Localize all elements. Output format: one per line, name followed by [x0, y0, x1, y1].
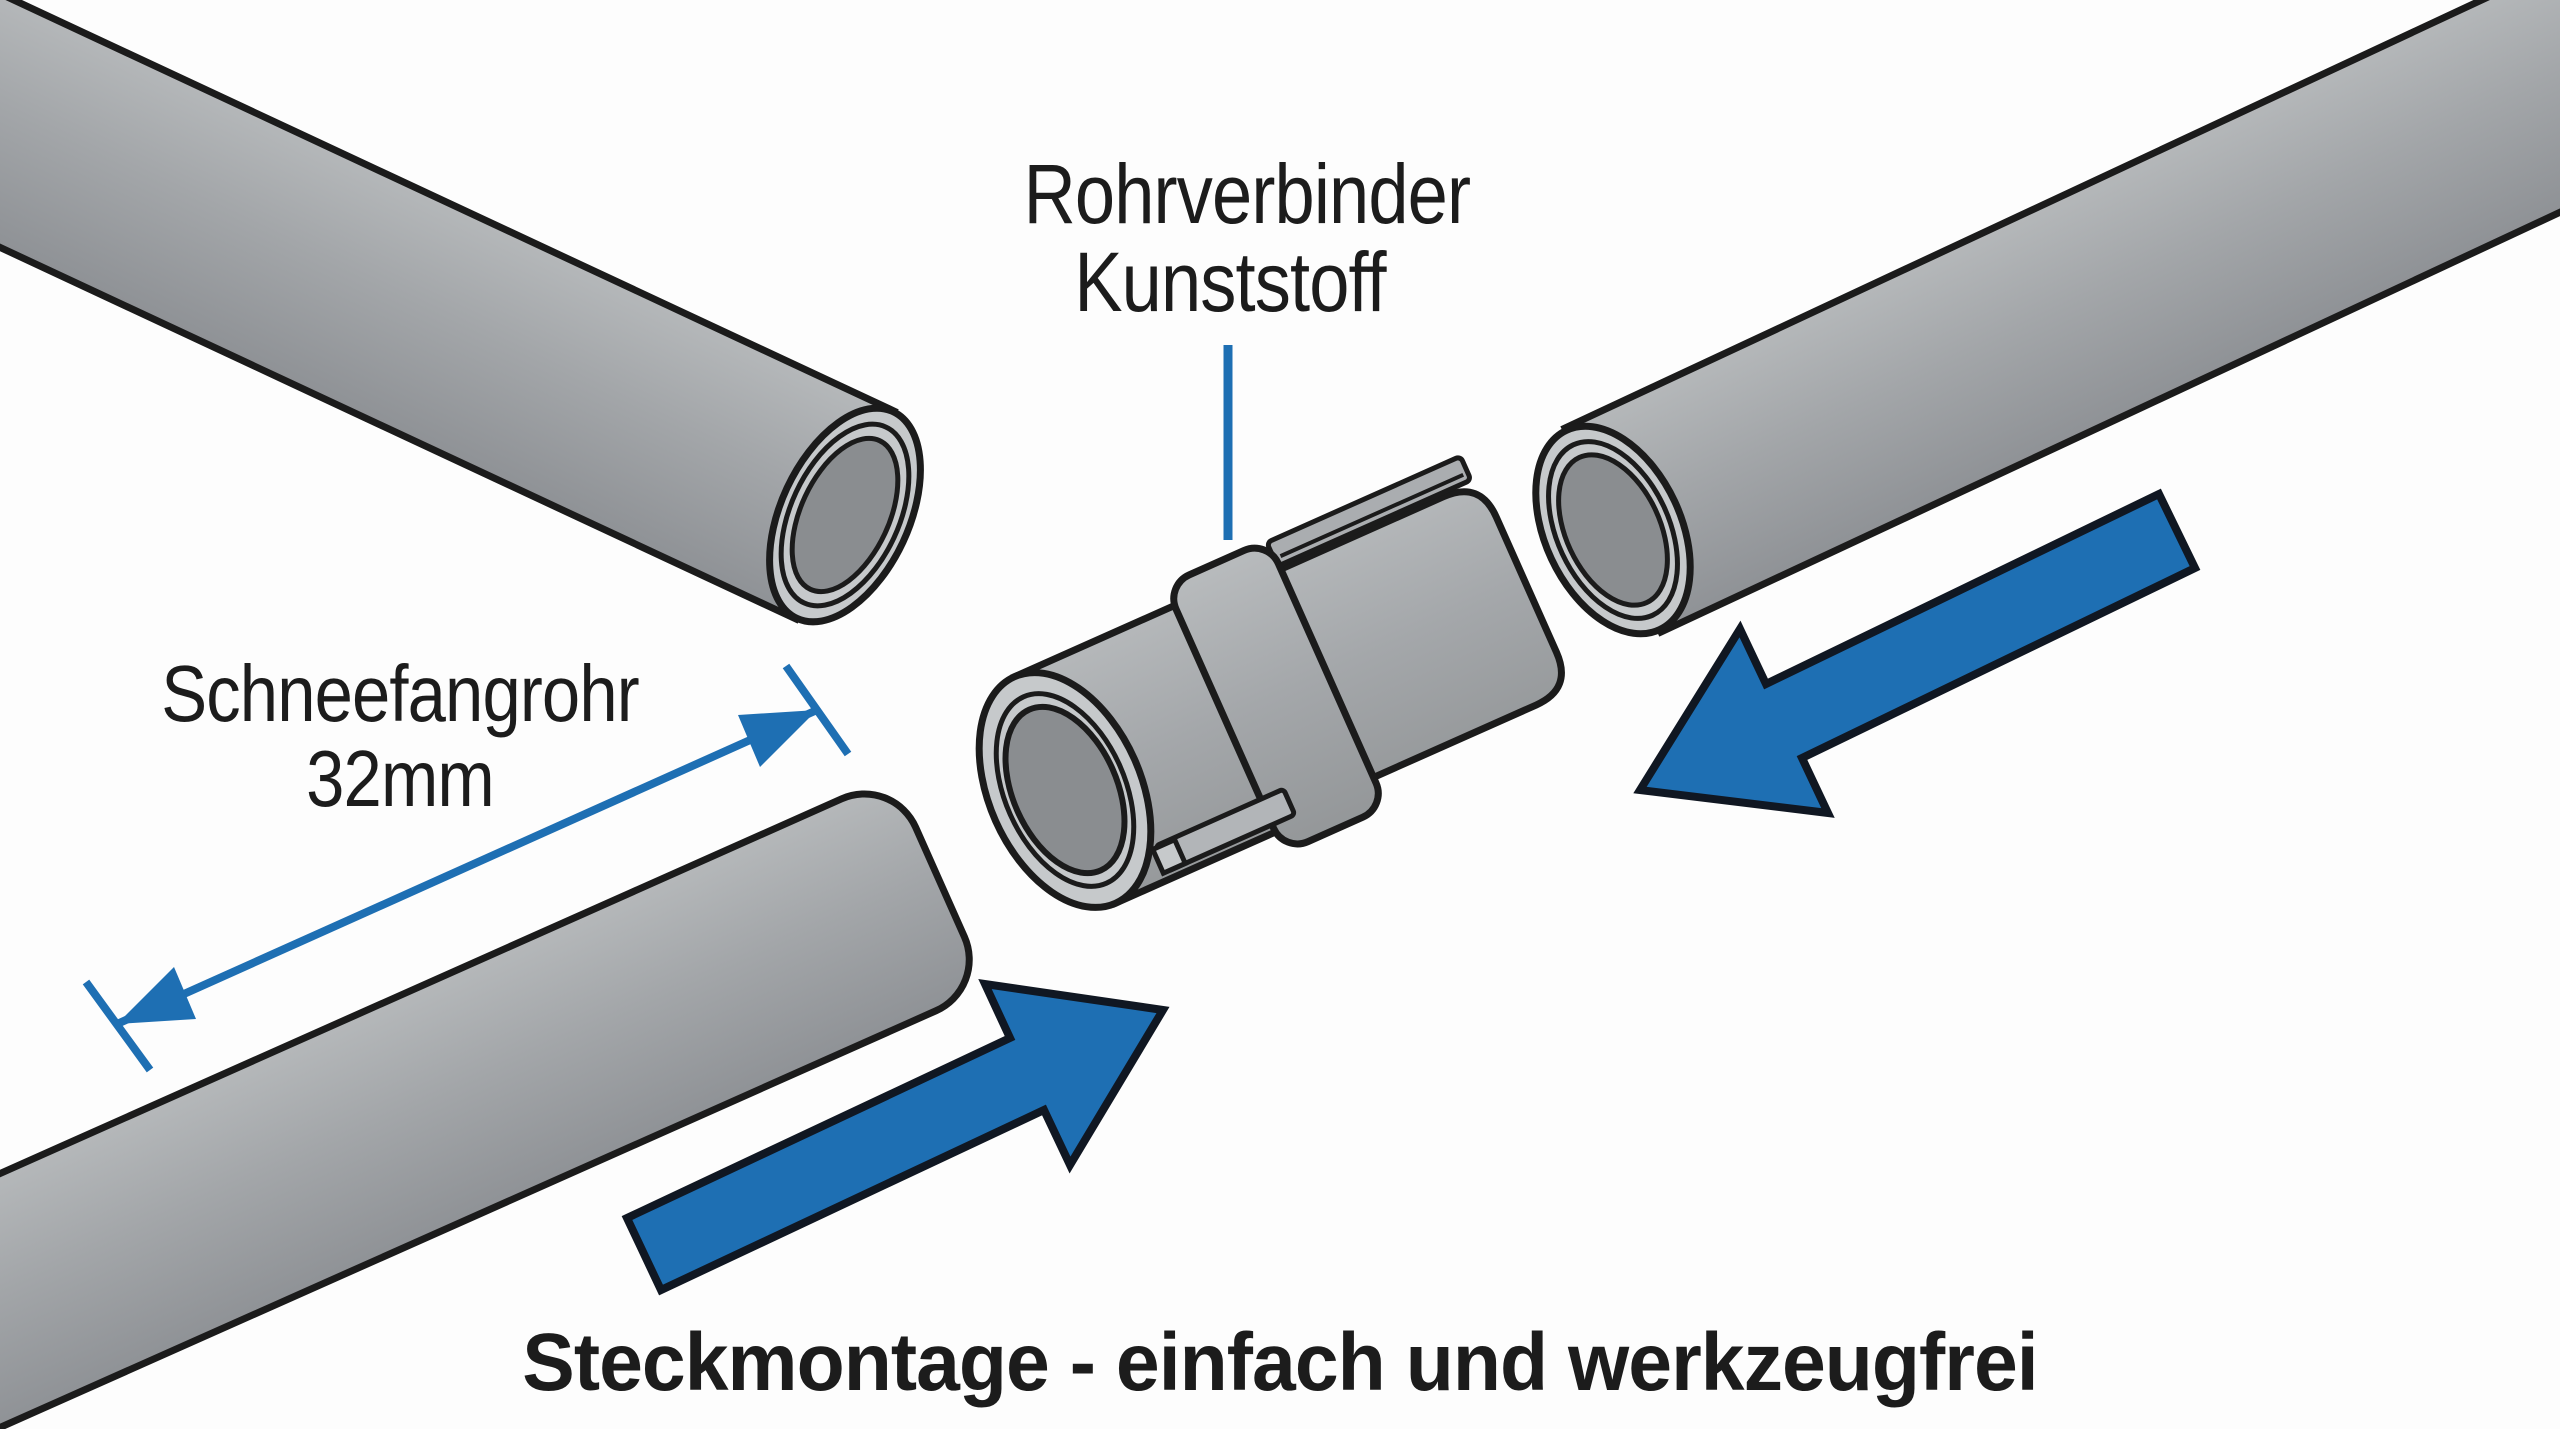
pipe-connector — [975, 455, 1565, 911]
pipe-label-line2: 32mm — [306, 733, 495, 823]
pipe-mouth-bore — [789, 435, 901, 595]
pipe-top-right — [1532, 0, 2560, 638]
pipe-top-left-mouth — [766, 404, 924, 626]
connector-mouth-ring — [993, 691, 1137, 889]
pipe-label-line1: Schneefangrohr — [161, 649, 639, 738]
pipe-mouth-bore — [1556, 452, 1670, 608]
pipe-top-left-body — [0, 0, 899, 624]
connector-top-rib-edge — [1279, 472, 1465, 558]
connector-label-line1: Rohrverbinder — [1023, 147, 1471, 241]
dimension-tick-lower — [82, 979, 154, 1073]
connector-mouth-bore — [1002, 703, 1128, 877]
pipe-mouth-ring — [778, 421, 912, 609]
diagram-caption: Steckmontage - einfach und werkzeugfrei — [522, 1317, 2038, 1408]
connector-bottom-rib-cap — [1149, 836, 1189, 877]
connector-label-line2: Kunststoff — [1074, 235, 1386, 330]
push-direction-down-left-arrow-icon — [1633, 488, 2201, 818]
pipe-top-right-mouth — [1532, 422, 1694, 638]
dimension-double-headed-arrow-icon — [82, 663, 852, 1073]
pipe-dimension-label: Schneefangrohr 32mm — [151, 649, 650, 823]
dimension-arrowhead-upper — [738, 710, 817, 767]
connector-collar — [1170, 544, 1382, 848]
pipe-bottom-left-body — [0, 790, 973, 1429]
dimension-line — [115, 706, 819, 1028]
dimension-arrowhead-lower — [117, 967, 196, 1024]
pipe-bottom-left — [0, 790, 973, 1429]
push-direction-up-right-arrow-icon — [621, 978, 1170, 1296]
pipe-mouth-ring — [1546, 439, 1680, 621]
pipe-top-left — [0, 0, 924, 626]
connector-label: Rohrverbinder Kunststoff — [1023, 147, 1471, 330]
dimension-tick-upper — [782, 663, 852, 757]
